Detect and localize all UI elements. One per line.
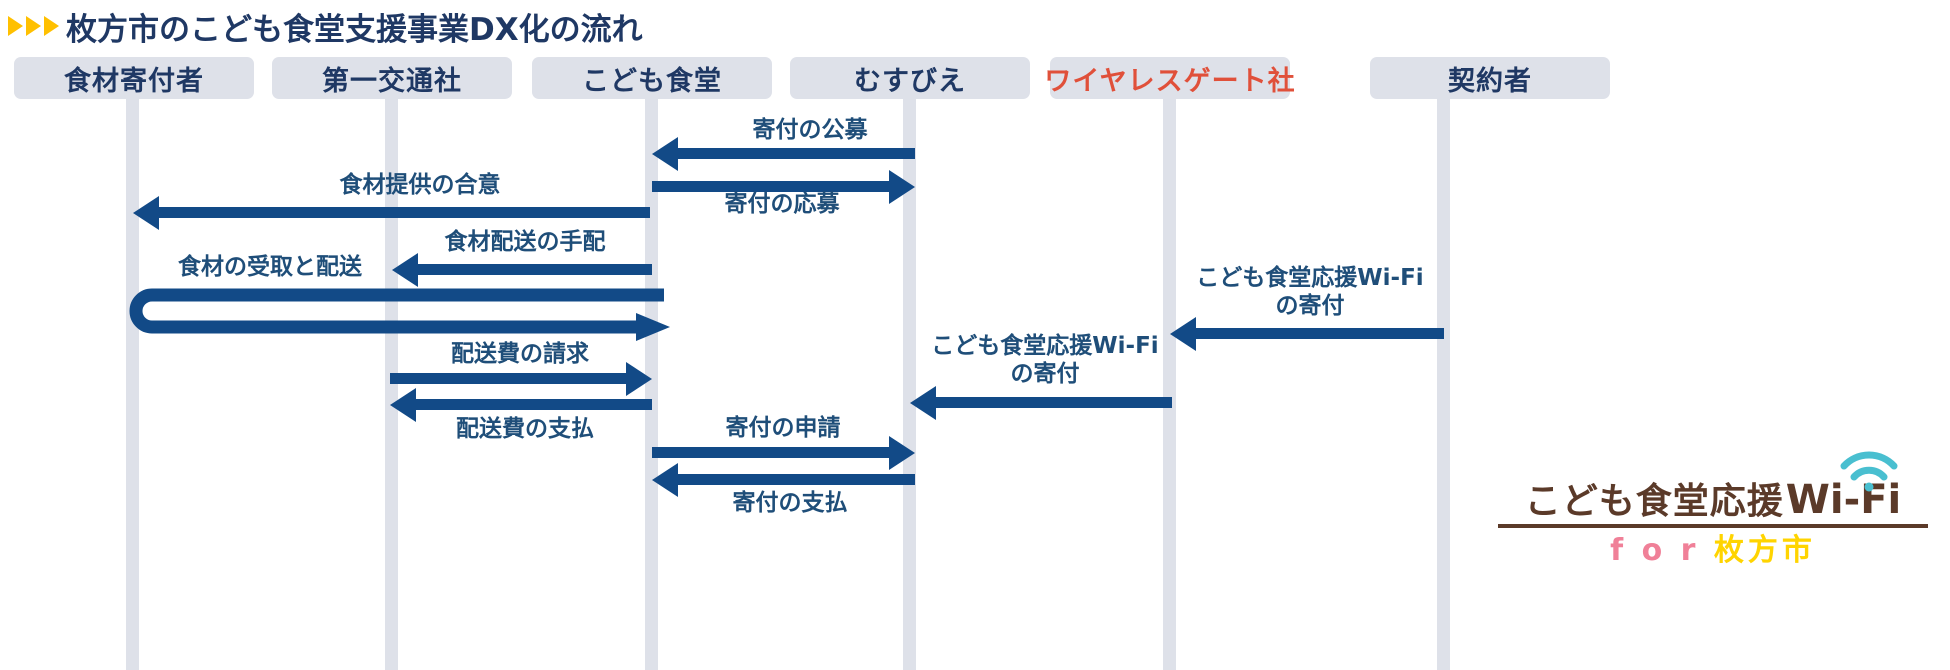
message-label-m3: 食材提供の合意	[339, 172, 501, 198]
actor-label-wireless-gate: ワイヤレスゲート社	[1044, 65, 1296, 97]
message-line-m1	[678, 148, 915, 159]
message-arrowhead-m1	[652, 137, 678, 171]
lifeline-contractor	[1437, 99, 1450, 670]
message-arrowhead-m2	[889, 170, 915, 204]
message-line-m11	[936, 397, 1172, 408]
message-arrowhead-m6	[626, 362, 652, 396]
actor-header-daiichi-kotsu[interactable]: 第一交通社	[272, 57, 512, 99]
logo-underline	[1498, 524, 1928, 528]
actor-label-musubie: むすびえ	[854, 65, 966, 97]
triangle-right-icon	[26, 16, 41, 36]
message-label-m11: こども食堂応援Wi-Fi の寄付	[931, 333, 1159, 388]
logo-city-text: 枚方市	[1713, 533, 1816, 568]
logo-for-text: f o r	[1610, 533, 1700, 568]
actor-label-food-donor: 食材寄付者	[64, 65, 204, 97]
message-line-m8	[652, 447, 889, 458]
message-line-m4	[418, 264, 652, 275]
message-label-m6: 配送費の請求	[451, 341, 589, 367]
actor-header-musubie[interactable]: むすびえ	[790, 57, 1030, 99]
message-label-m2: 寄付の応募	[724, 191, 840, 217]
logo-wifi-text: Wi-Fi	[1785, 477, 1902, 523]
message-line-m6	[390, 373, 626, 384]
actor-header-kodomo-shokudo[interactable]: こども食堂	[532, 57, 772, 99]
wifi-icon	[1840, 451, 1898, 492]
logo-japanese-text: こども食堂応援	[1524, 481, 1784, 522]
page-title-text: 枚方市のこども食堂支援事業DX化の流れ	[66, 11, 643, 48]
triangle-right-icon	[44, 16, 59, 36]
actor-header-food-donor[interactable]: 食材寄付者	[14, 57, 254, 99]
lifeline-daiichi-kotsu	[385, 99, 398, 670]
message-arrowhead-m3	[133, 196, 159, 230]
lifeline-food-donor	[126, 99, 139, 670]
message-label-m1: 寄付の公募	[752, 117, 868, 143]
message-label-m8: 寄付の申請	[725, 415, 841, 441]
kodomo-shokudo-wifi-logo: こども食堂応援 Wi-Fi f o r 枚方市	[1498, 451, 1928, 568]
actor-label-kodomo-shokudo: こども食堂	[582, 65, 722, 97]
lifeline-wireless-gate	[1163, 99, 1176, 670]
self-message-loop-arrow	[129, 288, 670, 341]
message-label-m5: 食材の受取と配送	[178, 254, 362, 280]
message-arrowhead-m10	[1170, 317, 1196, 351]
message-arrowhead-m8	[889, 436, 915, 470]
message-arrowhead-m7	[390, 388, 416, 422]
actor-label-daiichi-kotsu: 第一交通社	[322, 65, 462, 97]
message-line-m2	[652, 181, 889, 192]
message-line-m7	[416, 399, 652, 410]
message-label-m9: 寄付の支払	[732, 490, 848, 516]
message-arrowhead-m4	[392, 253, 418, 287]
actor-label-contractor: 契約者	[1448, 65, 1532, 97]
message-arrowhead-m11	[910, 386, 936, 420]
message-label-m10: こども食堂応援Wi-Fi の寄付	[1196, 265, 1424, 320]
message-line-m10	[1196, 328, 1444, 339]
actor-header-wireless-gate[interactable]: ワイヤレスゲート社	[1044, 57, 1295, 99]
lifeline-musubie	[903, 99, 916, 670]
message-line-m9	[678, 474, 915, 485]
message-arrowhead-m9	[652, 463, 678, 497]
triangle-right-icon	[8, 16, 23, 36]
page-title: 枚方市のこども食堂支援事業DX化の流れ	[8, 4, 643, 48]
message-line-m3	[159, 207, 650, 218]
message-label-m7: 配送費の支払	[456, 416, 594, 442]
message-label-m4: 食材配送の手配	[444, 229, 606, 255]
actor-header-contractor[interactable]: 契約者	[1370, 57, 1610, 99]
